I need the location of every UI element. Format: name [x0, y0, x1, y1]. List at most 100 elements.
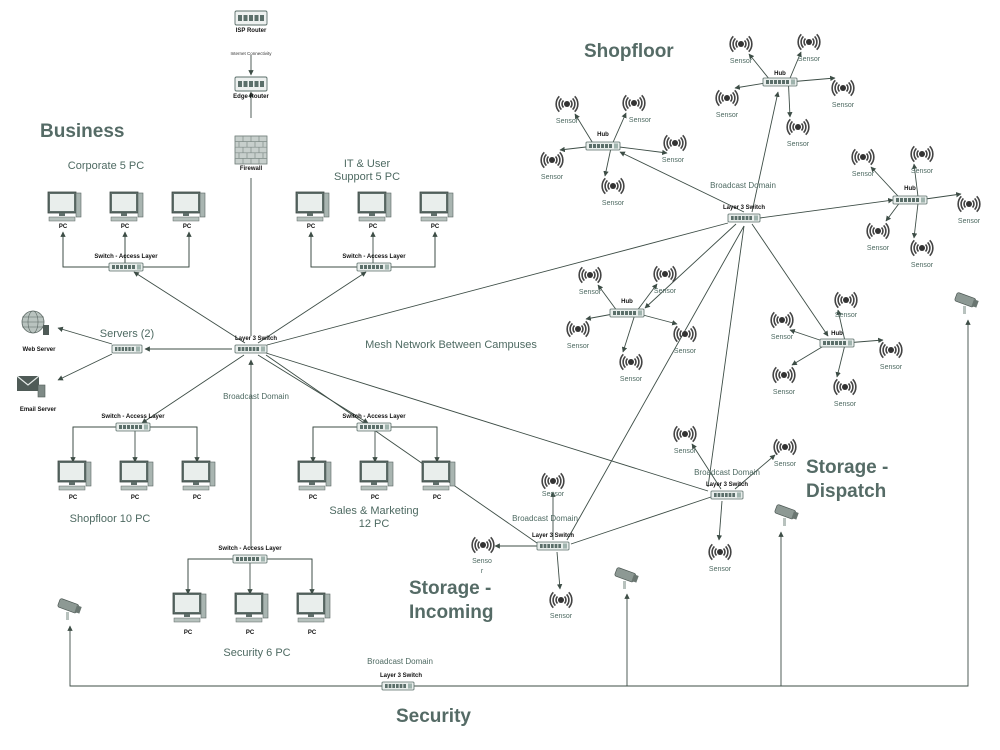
dispatch-sensor-icon-3	[708, 543, 732, 561]
shopfloor-layer3-switch-icon	[727, 213, 761, 223]
edge-router-icon	[234, 76, 268, 92]
dispatch-to-incoming	[570, 496, 712, 545]
edge-router-label: Edge Router	[233, 94, 269, 100]
core-to-it	[257, 271, 367, 344]
hub-shopfloor-4-sensor-label-2: Sensor	[653, 288, 677, 295]
dispatch-layer3-switch-label: Layer 3 Switch	[705, 482, 749, 488]
sales-pc-icon-3	[421, 460, 456, 491]
hub-shopfloor-2-sensor-icon-4	[786, 118, 810, 136]
hub-shopfloor-3-label: Hub	[904, 186, 916, 192]
hub-shopfloor-1-sensor-label-4: Sensor	[601, 200, 625, 207]
hub-shopfloor-2-to-sensor-2	[787, 51, 802, 83]
sales-pc-label-3: PC	[432, 495, 442, 501]
security-pc-switch-icon	[232, 554, 268, 564]
corporate-pc-icon-1	[47, 191, 82, 222]
servers-to-web	[57, 326, 113, 345]
dispatch-sensor-icon-2	[773, 438, 797, 456]
dispatch-sensor-label-1: Sensor	[673, 448, 697, 455]
l3-to-hub5	[751, 223, 829, 337]
hub-shopfloor-3-sensor-label-3: Sensor	[866, 245, 890, 252]
firewall-icon	[234, 135, 268, 165]
hub-shopfloor-2-sensor-icon-1	[729, 35, 753, 53]
security-pc-pc-icon-1	[172, 592, 207, 623]
hub-shopfloor-2-sensor-icon-2	[797, 33, 821, 51]
corporate-switch-icon	[108, 262, 144, 272]
hub-shopfloor-3-sensor-icon-3	[866, 222, 890, 240]
shopfloor-pc-pc-label-1: PC	[68, 495, 78, 501]
security-pc-pc-icon-2	[234, 592, 269, 623]
firewall-label: Firewall	[239, 166, 263, 172]
sales-pc-label-2: PC	[370, 495, 380, 501]
section-title-storage-dispatch: Storage - Dispatch	[806, 457, 889, 502]
core-layer3-switch-label: Layer 3 Switch	[234, 336, 278, 342]
web-server-icon	[21, 310, 49, 335]
hub-shopfloor-1-to-sensor-5	[611, 145, 668, 156]
hub-shopfloor-2-sensor-icon-5	[831, 79, 855, 97]
incoming-sensor-icon-2	[471, 536, 495, 554]
hub-shopfloor-4-to-sensor-4	[621, 312, 636, 353]
servers-switch-icon	[111, 344, 143, 354]
hub-shopfloor-1-sensor-label-2: Sensor	[628, 117, 652, 124]
dispatch-sensor-label-2: Sensor	[773, 461, 797, 468]
hub-shopfloor-1-to-sensor-4	[603, 145, 612, 177]
core-to-shopfloor	[141, 354, 245, 424]
section-title-storage-incoming: Storage - Incoming	[409, 578, 494, 623]
hub-shopfloor-5-sensor-icon-5	[879, 341, 903, 359]
dispatch-to-sensor-1	[691, 443, 722, 490]
security-to-camera-4	[781, 319, 971, 687]
hub-shopfloor-5-sensor-icon-2	[834, 291, 858, 309]
it-support-switch-icon	[356, 262, 392, 272]
dispatch-to-sensor-3	[716, 500, 723, 541]
hub-shopfloor-1-sensor-icon-5	[663, 134, 687, 152]
l3-to-hub3	[759, 197, 894, 219]
hub-shopfloor-3-sensor-icon-1	[851, 148, 875, 166]
incoming-sensor-label-1: Sensor	[541, 491, 565, 498]
hub-shopfloor-5-sensor-label-4: Sensor	[833, 401, 857, 408]
web-server-label: Web Server	[22, 347, 56, 353]
hub-shopfloor-2-sensor-label-1: Sensor	[729, 58, 753, 65]
section-title-shopfloor: Shopfloor	[584, 41, 674, 62]
section-title-security: Security	[396, 706, 471, 727]
hub-shopfloor-2-to-sensor-1	[748, 53, 772, 83]
mesh-core-dispatch	[265, 352, 709, 492]
hub-shopfloor-4-sensor-icon-1	[578, 266, 602, 284]
shopfloor-pc-pc-icon-2	[119, 460, 154, 491]
shopfloor-pc-switch-icon	[115, 422, 151, 432]
hub-shopfloor-3-icon	[892, 195, 928, 205]
hub-shopfloor-1-sensor-label-5: Sensor	[661, 157, 685, 164]
group-label-sales: Sales & Marketing 12 PC	[329, 505, 419, 530]
hub-shopfloor-4-sensor-icon-5	[673, 325, 697, 343]
mesh-shopfloor-dispatch	[707, 225, 745, 488]
security-layer3-switch-icon	[381, 681, 415, 691]
security-to-camera-3	[627, 531, 784, 687]
hub-shopfloor-2-sensor-label-5: Sensor	[831, 102, 855, 109]
security-layer3-switch-label: Layer 3 Switch	[379, 673, 423, 679]
hub-shopfloor-1-to-sensor-2	[610, 112, 627, 147]
it-support-pc-icon-2	[357, 191, 392, 222]
hub-shopfloor-2-to-sensor-4	[787, 81, 793, 118]
hub-shopfloor-5-sensor-icon-3	[772, 366, 796, 384]
security-pc-pc-label-3: PC	[307, 630, 317, 636]
security-broadcast-domain-label: Broadcast Domain	[367, 657, 433, 666]
corporate-pc-icon-2	[109, 191, 144, 222]
corporate-pc-label-1: PC	[58, 224, 68, 230]
sales-switch-icon	[356, 422, 392, 432]
it-support-pc-icon-1	[295, 191, 330, 222]
l3-to-hub2	[751, 91, 780, 213]
core-layer3-switch-icon	[234, 344, 268, 354]
security-to-camera-1	[67, 625, 382, 687]
hub-shopfloor-3-to-sensor-2	[911, 163, 919, 201]
sensor-label-split: Senso r	[472, 558, 492, 575]
hub-shopfloor-1-label: Hub	[597, 132, 609, 138]
hub-shopfloor-3-sensor-label-4: Sensor	[910, 262, 934, 269]
hub-shopfloor-5-to-sensor-2	[836, 309, 846, 344]
hub-shopfloor-4-to-sensor-2	[635, 283, 658, 314]
corporate-pc-label-2: PC	[120, 224, 130, 230]
shopfloor-broadcast-domain-label: Broadcast Domain	[710, 181, 776, 190]
mesh-core-shopfloor	[266, 222, 729, 346]
core-to-corporate	[133, 271, 246, 344]
incoming-sensor-icon-3	[549, 591, 573, 609]
mesh-shopfloor-incoming	[566, 225, 745, 541]
security-pc-pc-label-1: PC	[183, 630, 193, 636]
